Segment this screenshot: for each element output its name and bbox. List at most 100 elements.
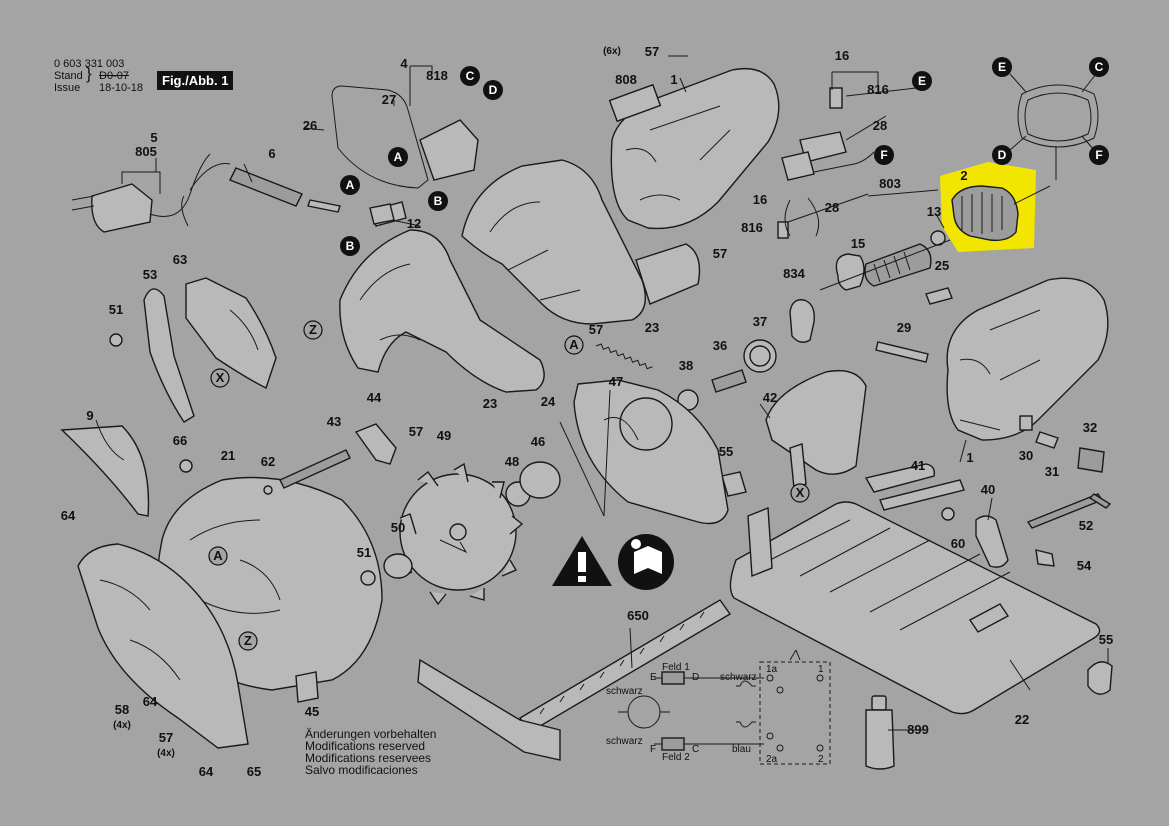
- callout-57-handle: 57: [589, 322, 603, 337]
- callout-63: 63: [173, 252, 187, 267]
- figure-label: Fig./Abb. 1: [157, 71, 234, 90]
- marker-a-top-text: A: [394, 150, 403, 164]
- callout-65: 65: [247, 764, 261, 779]
- callout-66: 66: [173, 433, 187, 448]
- guard-spring-parts[interactable]: [179, 423, 397, 703]
- power-cord[interactable]: [71, 153, 341, 233]
- callout-42: 42: [763, 390, 777, 405]
- depth-adjust-parts[interactable]: [721, 471, 1113, 695]
- marker-a-top: [388, 147, 408, 167]
- callout-23-left: 23: [483, 396, 497, 411]
- marker-d-top: [483, 80, 503, 100]
- wiring-diagram: [618, 649, 831, 765]
- saw-blade[interactable]: [399, 462, 524, 606]
- callout-64-bottom: 64: [199, 764, 214, 779]
- wiring-1a: 1a: [766, 664, 778, 675]
- callout-808: 808: [615, 72, 637, 87]
- notice-fr: Modifications reservees: [305, 751, 432, 765]
- highlighted-field-coil[interactable]: [940, 162, 1051, 252]
- marker-c-top-text: C: [466, 69, 475, 83]
- callout-58: 58: [115, 702, 129, 717]
- doc-number: 0 603 331 003: [54, 58, 125, 70]
- wiring-feld2: Feld 2: [662, 752, 690, 763]
- callout-803: 803: [879, 176, 901, 191]
- switch-assembly[interactable]: [777, 87, 917, 239]
- callout-834: 834: [783, 266, 805, 281]
- callout-899: 899: [907, 722, 929, 737]
- flanges-and-gears[interactable]: [360, 339, 777, 586]
- wiring-schwarz-lower: schwarz: [606, 736, 643, 747]
- callout-9: 9: [86, 408, 93, 423]
- callout-51-lower: 51: [357, 545, 371, 560]
- grease-tube[interactable]: [865, 695, 895, 770]
- marker-b-left: [340, 236, 360, 256]
- parallel-guide-ruler[interactable]: [417, 599, 732, 761]
- marker-f-right-text: F: [880, 148, 887, 162]
- blade-guards[interactable]: [60, 425, 383, 749]
- warning-triangle-icon: [552, 536, 612, 586]
- callout-27: 27: [382, 92, 396, 107]
- marker-e-ring-text: E: [998, 60, 1006, 74]
- marker-x-base: X: [796, 485, 805, 500]
- marker-x-guard: X: [216, 370, 225, 385]
- callout-29: 29: [897, 320, 911, 335]
- wiring-d: D: [692, 672, 699, 683]
- marker-a-spring: A: [569, 337, 579, 352]
- callout-26: 26: [303, 118, 317, 133]
- angle-bracket[interactable]: [765, 369, 965, 511]
- callout-28-top: 28: [873, 118, 887, 133]
- callout-54: 54: [1077, 558, 1092, 573]
- callout-49: 49: [437, 428, 451, 443]
- internal-wires[interactable]: [331, 85, 479, 225]
- read-manual-icon: [618, 534, 674, 590]
- callout-31: 31: [1045, 464, 1059, 479]
- callout-qty4-b: (4x): [157, 748, 175, 759]
- callout-62: 62: [261, 454, 275, 469]
- marker-c-top: [460, 66, 480, 86]
- wiring-2a: 2a: [766, 754, 778, 765]
- callout-32: 32: [1083, 420, 1097, 435]
- callout-qty6: (6x): [603, 46, 621, 57]
- spring-47[interactable]: [559, 342, 653, 517]
- wiring-2: 2: [818, 754, 824, 765]
- stand-old: D0-07: [99, 70, 129, 82]
- wiring-e: E: [650, 672, 657, 683]
- wiring-f: F: [650, 744, 656, 755]
- callout-55-mid: 55: [719, 444, 733, 459]
- callout-1-top: 1: [670, 72, 677, 87]
- callout-47: 47: [609, 374, 623, 389]
- wiring-schwarz-left: schwarz: [606, 686, 643, 697]
- callout-23-right: 23: [645, 320, 659, 335]
- handle-housing[interactable]: [461, 159, 701, 325]
- upper-guard[interactable]: [573, 379, 729, 525]
- callout-15: 15: [851, 236, 865, 251]
- callout-43: 43: [327, 414, 341, 429]
- lower-guard-lever[interactable]: [109, 277, 277, 423]
- callout-818: 818: [426, 68, 448, 83]
- modifications-notice: Änderungen vorbehalten Modifications res…: [305, 728, 436, 776]
- callout-64-top: 64: [61, 508, 76, 523]
- callout-805: 805: [135, 144, 157, 159]
- callout-qty4-a: (4x): [113, 720, 131, 731]
- callout-48: 48: [505, 454, 519, 469]
- callout-57-upper: 57: [713, 246, 727, 261]
- callout-45: 45: [305, 704, 319, 719]
- wiring-blau: blau: [732, 744, 751, 755]
- marker-d-ring-text: D: [998, 148, 1007, 162]
- motor-housing-side[interactable]: [875, 277, 1109, 473]
- callout-25: 25: [935, 258, 949, 273]
- marker-b-top: [428, 191, 448, 211]
- callout-36: 36: [713, 338, 727, 353]
- marker-a-guard: A: [213, 548, 223, 563]
- marker-b-left-text: B: [346, 239, 355, 253]
- base-plate[interactable]: [729, 501, 1101, 715]
- callout-30: 30: [1019, 448, 1033, 463]
- callout-46: 46: [531, 434, 545, 449]
- armature-assembly[interactable]: [789, 230, 951, 343]
- marker-d-ring: [992, 145, 1012, 165]
- marker-a-left: [340, 175, 360, 195]
- callout-16-top: 16: [835, 48, 849, 63]
- motor-housing-top[interactable]: [608, 67, 780, 230]
- callout-28-lower: 28: [825, 200, 839, 215]
